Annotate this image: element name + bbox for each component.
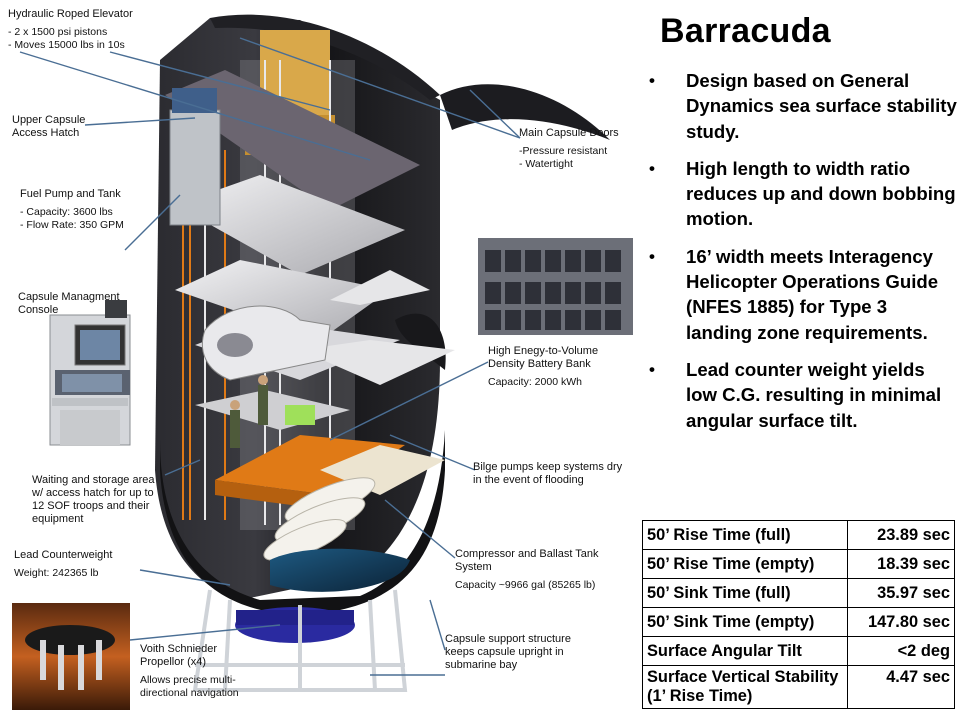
callout-waiting: Waiting and storage area w/ access hatch… (32, 474, 155, 526)
feature-bullet-list: Design based on General Dynamics sea sur… (645, 68, 957, 445)
bullet-item: High length to width ratio reduces up an… (645, 156, 957, 232)
spec-value: <2 deg (847, 636, 955, 666)
callout-propellor: Voith Schnieder Propellor (x4) Allows pr… (140, 643, 239, 699)
callout-upper-hatch-line: Access Hatch (12, 127, 80, 139)
propeller-photo (12, 603, 130, 710)
orange-platform (215, 435, 405, 495)
deck-7 (330, 270, 430, 305)
callout-bilge-title: Bilge pumps keep systems dry (473, 461, 623, 473)
table-row: 50’ Rise Time (full) 23.89 sec (642, 520, 955, 550)
callout-propellor-title: Voith Schnieder (140, 643, 218, 655)
helicopter (201, 305, 331, 381)
callout-counterweight-title: Lead Counterweight (14, 549, 113, 561)
ballast-tanks (263, 477, 376, 561)
callout-battery-title: High Enegy-to-Volume (488, 345, 599, 357)
spec-value: 147.80 sec (847, 607, 955, 637)
battery-photo (478, 238, 633, 335)
callout-fuel: Fuel Pump and Tank - Capacity: 3600 lbs … (20, 188, 124, 231)
table-row: 50’ Sink Time (empty) 147.80 sec (642, 607, 955, 637)
main-door-right (440, 84, 610, 140)
callout-propellor-line: Allows precise multi- (140, 674, 236, 686)
table-row: Surface Angular Tilt <2 deg (642, 636, 955, 666)
callout-counterweight-line: Weight: 242365 lb (14, 567, 99, 579)
callout-bilge-line: in the event of flooding (473, 474, 584, 486)
callout-upper-hatch-title: Upper Capsule (12, 114, 86, 126)
deck-2 (175, 175, 405, 275)
leader-lines (19, 37, 521, 676)
spec-value: 18.39 sec (847, 549, 955, 579)
spec-value: 23.89 sec (847, 520, 955, 550)
page-title: Barracuda (660, 12, 831, 50)
deck-6 (300, 340, 455, 385)
callout-support-title: Capsule support structure (445, 633, 571, 645)
deck-3 (175, 260, 390, 340)
ballast-water (270, 548, 410, 592)
bullet-item: Design based on General Dynamics sea sur… (645, 68, 957, 144)
spec-label: 50’ Rise Time (full) (642, 520, 848, 550)
callout-propellor-line: directional navigation (140, 686, 239, 699)
callout-battery-line: Capacity: 2000 kWh (488, 376, 582, 388)
callout-elevator: Hydraulic Roped Elevator - 2 x 1500 psi … (8, 8, 133, 51)
troops-figures (230, 375, 268, 448)
callout-elevator-title: Hydraulic Roped Elevator (8, 8, 133, 20)
fuel-tank (169, 109, 221, 226)
callout-compressor-line: Capacity ~9966 gal (85265 lb) (455, 579, 596, 591)
callout-compressor: Compressor and Ballast Tank System Capac… (455, 548, 598, 592)
callout-counterweight: Lead Counterweight Weight: 242365 lb (14, 549, 112, 580)
callout-doors: Main Capsule Doors -Pressure resistant -… (519, 127, 619, 170)
spec-label: 50’ Sink Time (empty) (642, 607, 848, 637)
bullet-item: Lead counter weight yields low C.G. resu… (645, 357, 957, 433)
callout-bilge: Bilge pumps keep systems dry in the even… (473, 461, 622, 487)
callout-fuel-line: - Flow Rate: 350 GPM (20, 218, 124, 231)
spec-label: Surface Angular Tilt (642, 636, 848, 666)
callout-fuel-title: Fuel Pump and Tank (20, 188, 121, 200)
support-structure (192, 589, 408, 692)
deck-top (165, 70, 420, 210)
callout-waiting-line: w/ access hatch for up to (32, 487, 154, 499)
callout-fuel-line: - Capacity: 3600 lbs (20, 206, 113, 218)
spec-label: 50’ Sink Time (full) (642, 578, 848, 608)
callout-console-title: Capsule Managment (18, 291, 120, 303)
callout-compressor-line: System (455, 561, 492, 573)
callout-console: Capsule Managment Console (18, 291, 120, 317)
callout-console-line: Console (18, 304, 59, 316)
callout-support: Capsule support structure keeps capsule … (445, 633, 571, 672)
callout-support-line: submarine bay (445, 659, 518, 671)
callout-waiting-line: equipment (32, 513, 84, 525)
callout-elevator-line: - Moves 15000 lbs in 10s (8, 38, 125, 51)
callout-doors-line: - Watertight (519, 157, 573, 170)
callout-compressor-title: Compressor and Ballast Tank (455, 548, 599, 560)
callout-propellor-line: Propellor (x4) (140, 656, 207, 668)
callout-battery: High Enegy-to-Volume Density Battery Ban… (488, 345, 598, 389)
callout-doors-line: -Pressure resistant (519, 145, 608, 157)
callout-doors-title: Main Capsule Doors (519, 127, 619, 139)
callout-elevator-line: - 2 x 1500 psi pistons (8, 26, 108, 38)
callout-waiting-title: Waiting and storage area (32, 474, 155, 486)
table-row: Surface Vertical Stability (1’ Rise Time… (642, 665, 955, 709)
spec-label: 50’ Rise Time (empty) (642, 549, 848, 579)
spec-table: 50’ Rise Time (full) 23.89 sec 50’ Rise … (642, 520, 955, 709)
bullet-item: 16’ width meets Interagency Helicopter O… (645, 244, 957, 345)
callout-support-line: keeps capsule upright in (445, 646, 564, 658)
spec-value: 35.97 sec (847, 578, 955, 608)
callout-battery-line: Density Battery Bank (488, 358, 591, 370)
callout-upper-hatch: Upper Capsule Access Hatch (12, 114, 85, 140)
console-illustration (49, 300, 131, 446)
spec-label: Surface Vertical Stability (1’ Rise Time… (642, 665, 848, 709)
table-row: 50’ Sink Time (full) 35.97 sec (642, 578, 955, 608)
spec-value: 4.47 sec (847, 665, 955, 709)
table-row: 50’ Rise Time (empty) 18.39 sec (642, 549, 955, 579)
callout-waiting-line: 12 SOF troops and their (32, 500, 150, 512)
